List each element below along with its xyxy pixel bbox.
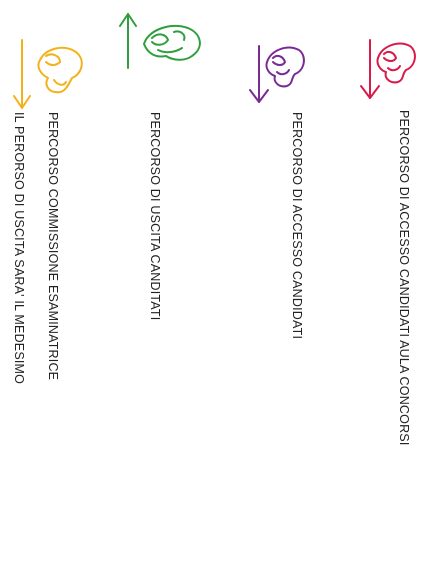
purple-arrow-figure-icon [249,45,305,103]
note-label: IL PERORSO DI USCITA SARA' IL MEDESIMO [12,112,26,385]
legend-label: PERCORSO DI ACCESSO CANDIDATI AULA CONCO… [397,110,411,446]
red-arrow-figure-icon [360,39,416,99]
yellow-arrow-figure-icon [13,39,83,109]
legend-label: PERCORSO DI USCITA CANDITATI [148,112,162,321]
legend-label: PERCORSO DI ACCESSO CANDIDATI [290,112,304,340]
legend-label: PERCORSO COMMISSIONE ESAMINATRICE [46,112,60,381]
green-arrow-figure-icon [119,13,201,69]
